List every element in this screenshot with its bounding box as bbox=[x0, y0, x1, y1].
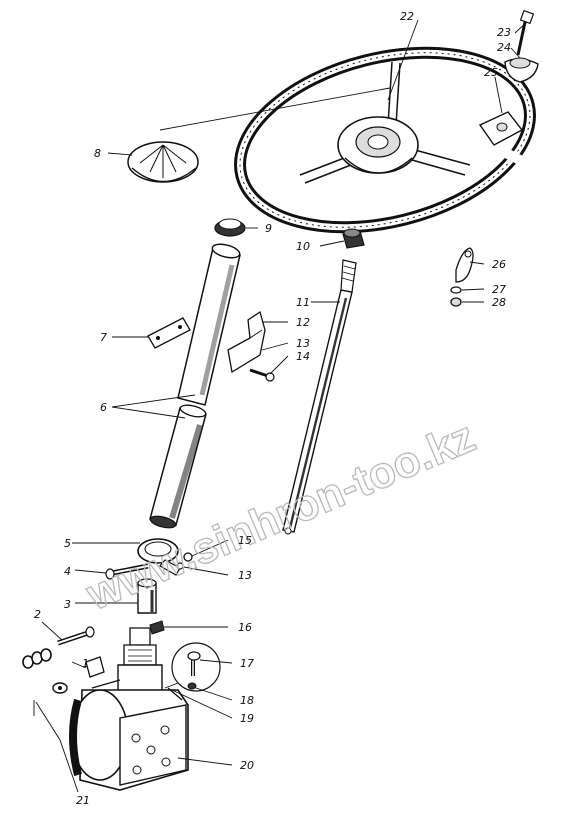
callout-10: 10 bbox=[296, 240, 310, 253]
knob-24 bbox=[504, 57, 539, 83]
nut-10 bbox=[342, 228, 365, 249]
callout-11: 11 bbox=[296, 296, 310, 309]
callout-22: 22 bbox=[400, 10, 414, 23]
callout-13-upper: 13 bbox=[296, 337, 310, 350]
steering-gear-housing bbox=[69, 627, 189, 791]
plate-7 bbox=[147, 317, 191, 349]
bolt-14 bbox=[249, 368, 275, 382]
callout-21: 21 bbox=[76, 794, 90, 807]
callout-27: 27 bbox=[492, 283, 506, 296]
inset-circle bbox=[171, 642, 221, 692]
callout-6: 6 bbox=[100, 401, 107, 414]
nut-15 bbox=[183, 552, 193, 562]
column-tube-upper bbox=[177, 243, 241, 406]
bushing-9 bbox=[214, 218, 246, 237]
callout-20: 20 bbox=[240, 759, 254, 772]
callout-19: 19 bbox=[240, 712, 254, 725]
callout-18: 18 bbox=[240, 694, 254, 707]
leader-lines bbox=[33, 19, 528, 793]
callout-15: 15 bbox=[238, 534, 252, 547]
bolt-23 bbox=[516, 9, 535, 56]
coupling-3 bbox=[137, 578, 157, 614]
callout-4: 4 bbox=[64, 565, 71, 578]
washers-1 bbox=[22, 648, 105, 694]
callout-28: 28 bbox=[492, 296, 506, 309]
callout-5: 5 bbox=[64, 537, 71, 550]
callout-25: 25 bbox=[484, 66, 498, 79]
callout-12: 12 bbox=[296, 316, 310, 329]
nut-28 bbox=[450, 297, 462, 307]
callout-2: 2 bbox=[34, 608, 41, 621]
callout-16: 16 bbox=[238, 621, 252, 634]
callout-14: 14 bbox=[296, 350, 310, 363]
callout-7: 7 bbox=[100, 331, 107, 344]
bolt-4 bbox=[105, 563, 149, 580]
lever-26 bbox=[455, 247, 474, 283]
callout-26: 26 bbox=[492, 258, 506, 271]
key-16 bbox=[149, 620, 165, 635]
steering-wheel bbox=[234, 46, 536, 234]
bracket-12 bbox=[227, 310, 266, 374]
callout-labels: 1 2 3 4 5 6 7 8 9 10 11 12 13 14 15 13 1… bbox=[34, 10, 511, 807]
watermark-text: www.sinhron-too.kz bbox=[79, 412, 482, 620]
column-tube-lower bbox=[149, 404, 207, 529]
bolt-2 bbox=[57, 626, 95, 646]
callout-17: 17 bbox=[240, 657, 254, 670]
callout-13-lower: 13 bbox=[238, 569, 252, 582]
callout-1: 1 bbox=[82, 657, 89, 670]
clamp-5 bbox=[137, 538, 181, 576]
steering-shaft-11 bbox=[282, 259, 357, 535]
callout-23: 23 bbox=[497, 26, 511, 39]
washer-27 bbox=[450, 286, 462, 294]
horn-button-cap bbox=[127, 141, 199, 183]
washer-13 bbox=[176, 562, 184, 570]
callout-8: 8 bbox=[94, 147, 101, 160]
callout-9: 9 bbox=[265, 222, 272, 235]
callout-24: 24 bbox=[497, 41, 511, 54]
callout-3: 3 bbox=[64, 598, 71, 611]
bracket-25 bbox=[478, 111, 524, 146]
